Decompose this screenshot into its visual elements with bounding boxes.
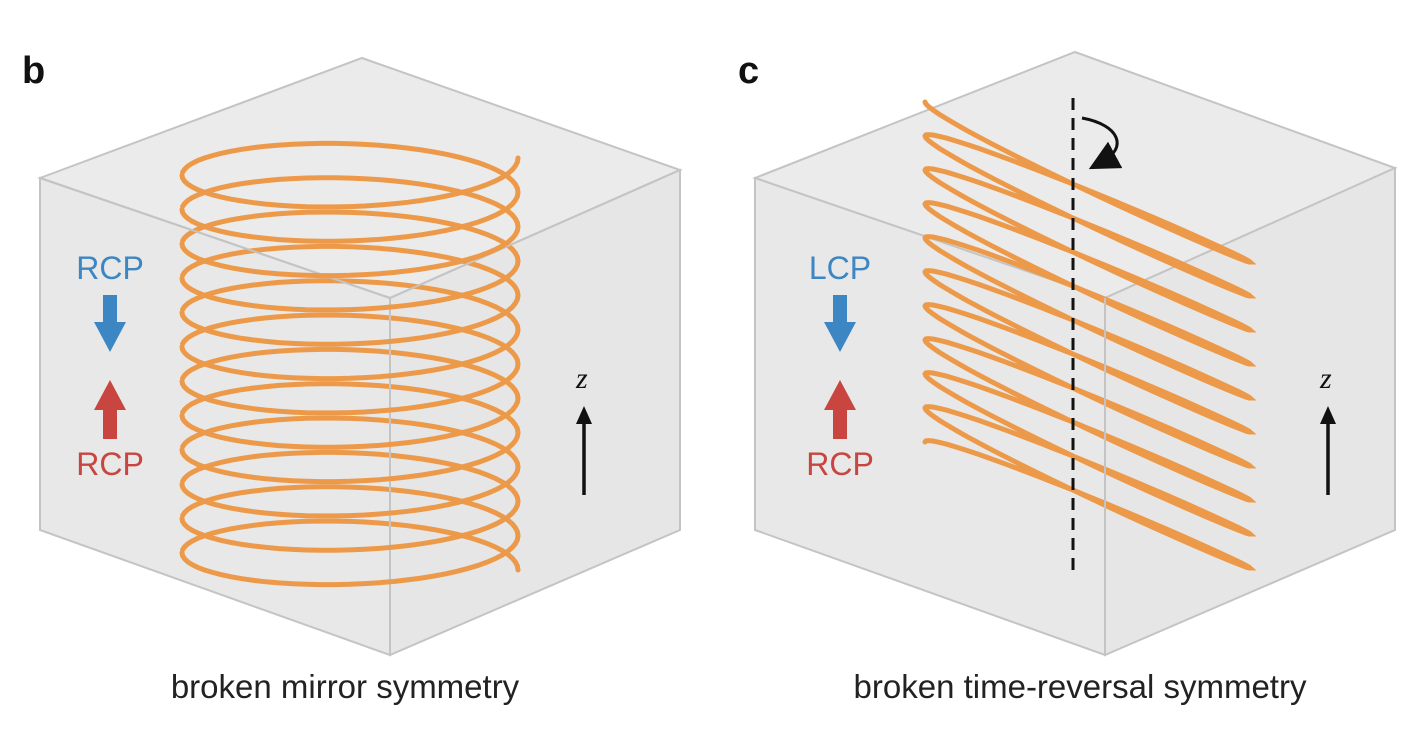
panel-b-coil-front: [179, 155, 521, 588]
panel-b-cube: [37, 56, 683, 657]
panel-b-bottom-label: RCP: [76, 446, 144, 482]
panel-c-caption: broken time-reversal symmetry: [853, 668, 1307, 705]
panel-b-blue-down-arrow-icon: [94, 295, 126, 352]
panel-b-axis-label: z: [576, 362, 588, 395]
panel-c-coil: [922, 99, 1257, 571]
panel-b-caption: broken mirror symmetry: [170, 668, 520, 705]
panel-b-top-label: RCP: [76, 250, 144, 286]
panel-c-coil-path: [922, 99, 1257, 571]
panel-c-top-label: LCP: [808, 250, 872, 286]
panel-c-z-arrow-icon: [1320, 406, 1336, 495]
panel-c-bottom-label: RCP: [806, 446, 874, 482]
panel-c-letter: c: [738, 50, 760, 92]
panel-b-z-arrow-icon: [576, 406, 592, 495]
panel-b-red-up-arrow-icon: [94, 380, 126, 439]
panel-b-coil-front-path: [179, 155, 521, 588]
panel-c-axis-label: z: [1320, 362, 1332, 395]
panel-c-red-up-arrow-icon: [824, 380, 856, 439]
panel-c-curved-arrow-icon: [1081, 116, 1123, 170]
panel-b-coil-back: [180, 140, 521, 573]
panel-c-blue-down-arrow-icon: [824, 295, 856, 352]
panel-b-coil-back-path: [180, 140, 521, 573]
panel-b-letter: b: [22, 50, 46, 92]
